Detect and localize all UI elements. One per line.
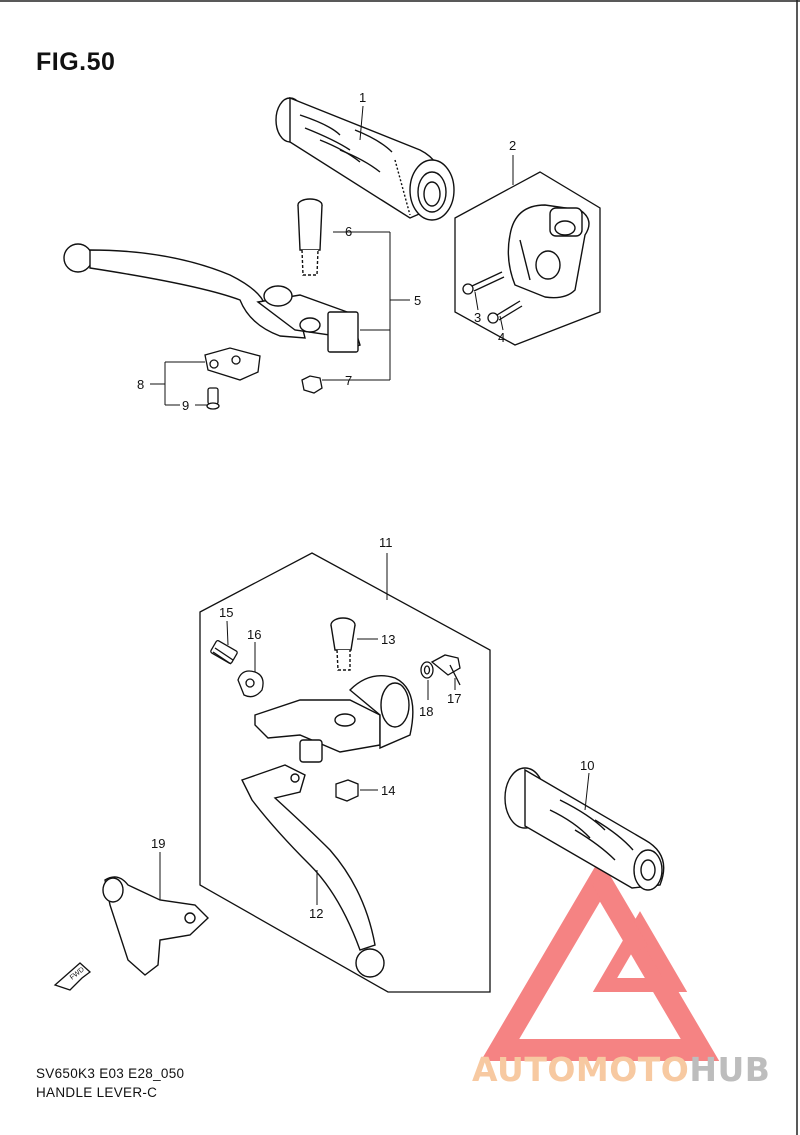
callout-16: 16: [247, 627, 261, 642]
callout-17: 17: [447, 691, 461, 706]
callout-3: 3: [474, 310, 481, 325]
watermark-logo: [480, 858, 720, 1061]
callout-11: 11: [379, 535, 393, 550]
part-14-nut: [335, 779, 359, 802]
callout-4: 4: [498, 330, 505, 345]
callout-13: 13: [381, 632, 395, 647]
part-8-bracket: [204, 347, 261, 381]
part-11-box: [199, 552, 491, 993]
part-11-clutch-holder: [254, 675, 414, 763]
part-4-screw: [487, 300, 523, 324]
fwd-direction-marker: FWD: [53, 962, 92, 991]
callout-14: 14: [381, 783, 395, 798]
part-1-throttle-grip: [275, 96, 455, 221]
callout-1: 1: [359, 90, 366, 105]
callout-7: 7: [345, 373, 352, 388]
watermark-text-part1: AUTOMOTO: [472, 1050, 690, 1089]
callout-6: 6: [345, 224, 352, 239]
callout-2: 2: [509, 138, 516, 153]
part-5-brake-lever: [63, 243, 361, 353]
part-18-washer: [420, 661, 434, 679]
part-2-switch-housing: [507, 204, 590, 299]
callout-19: 19: [151, 836, 165, 851]
part-13-bolt: [330, 617, 356, 671]
callout-10: 10: [580, 758, 594, 773]
part-9-screw: [206, 387, 220, 410]
figure-caption: HANDLE LEVER-C: [36, 1085, 158, 1100]
part-12-clutch-lever: [241, 764, 385, 978]
part-7-nut: [301, 375, 323, 394]
callout-labels: 1 2 3 4 5 6 7 8 9 10 11 12 13 14 15 16 1…: [137, 90, 594, 921]
watermark-text: AUTOMOTOHUB: [472, 1050, 770, 1089]
part-16-cover: [237, 670, 264, 698]
callout-5: 5: [414, 293, 421, 308]
watermark-text-part2: HUB: [689, 1050, 771, 1089]
part-2-box: [454, 171, 601, 346]
callout-9: 9: [182, 398, 189, 413]
part-15-adjuster: [210, 640, 238, 665]
figure-code: SV650K3 E03 E28_050: [36, 1066, 185, 1081]
callout-12: 12: [309, 906, 323, 921]
part-6-pivot-bolt: [297, 198, 323, 276]
part-17-bolt: [430, 654, 461, 686]
leader-lines: [150, 105, 590, 905]
callout-18: 18: [419, 704, 433, 719]
part-10-left-grip: [504, 767, 665, 891]
part-3-screw: [462, 271, 505, 295]
callout-15: 15: [219, 605, 233, 620]
part-19-clutch-switch: [102, 876, 210, 976]
figure-title: FIG.50: [36, 48, 116, 76]
callout-8: 8: [137, 377, 144, 392]
